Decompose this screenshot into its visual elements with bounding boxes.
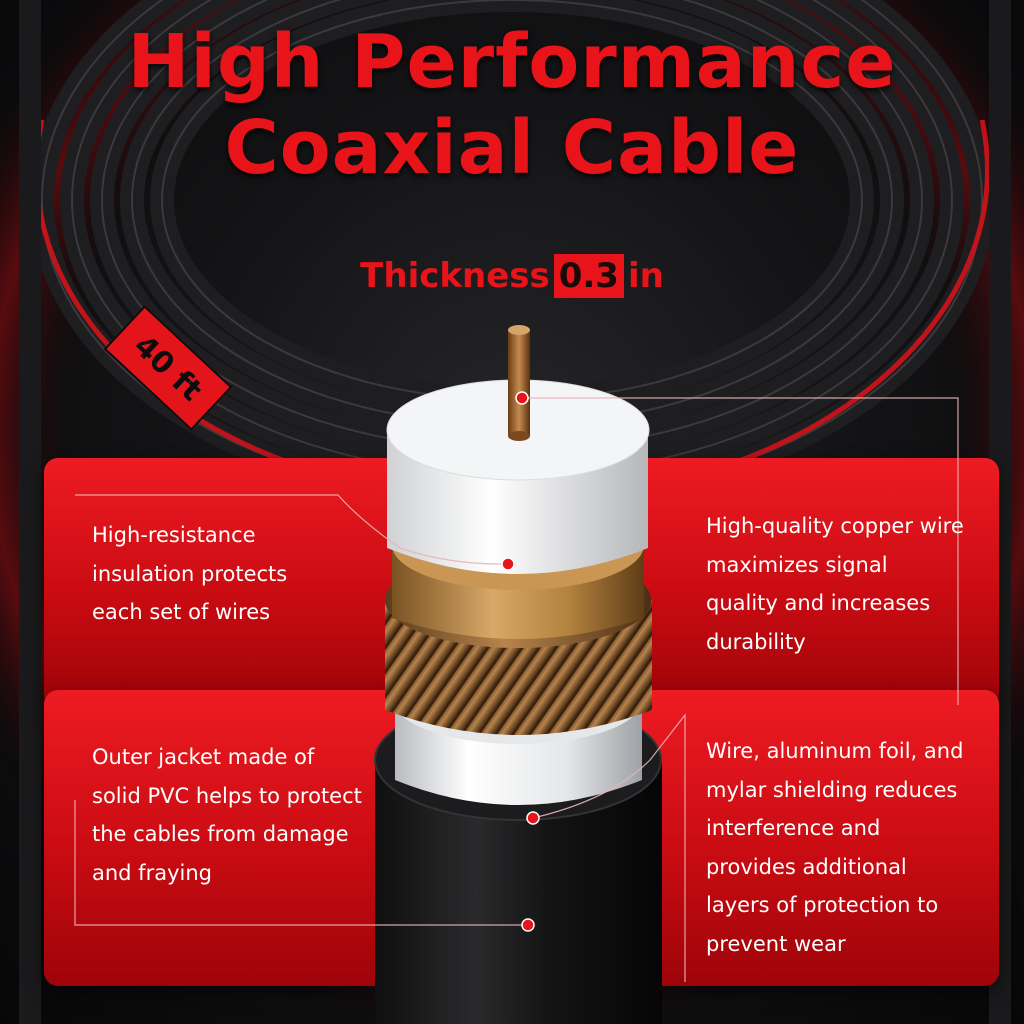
- callout-dot-icon: [501, 391, 540, 932]
- thickness-value: 0.3: [553, 254, 624, 298]
- title-line-2: Coaxial Cable: [224, 105, 800, 191]
- title-line-1: High Performance: [127, 19, 897, 105]
- feature-copper: High-quality copper wire maximizes signa…: [706, 514, 964, 654]
- feature-shielding: Wire, aluminum foil, and mylar shielding…: [706, 739, 964, 956]
- thickness-label: Thickness: [360, 256, 550, 296]
- thickness-unit: in: [627, 256, 664, 296]
- feature-jacket: Outer jacket made of solid PVC helps to …: [92, 745, 362, 885]
- feature-insulation: High-resistance insulation protects each…: [92, 523, 288, 624]
